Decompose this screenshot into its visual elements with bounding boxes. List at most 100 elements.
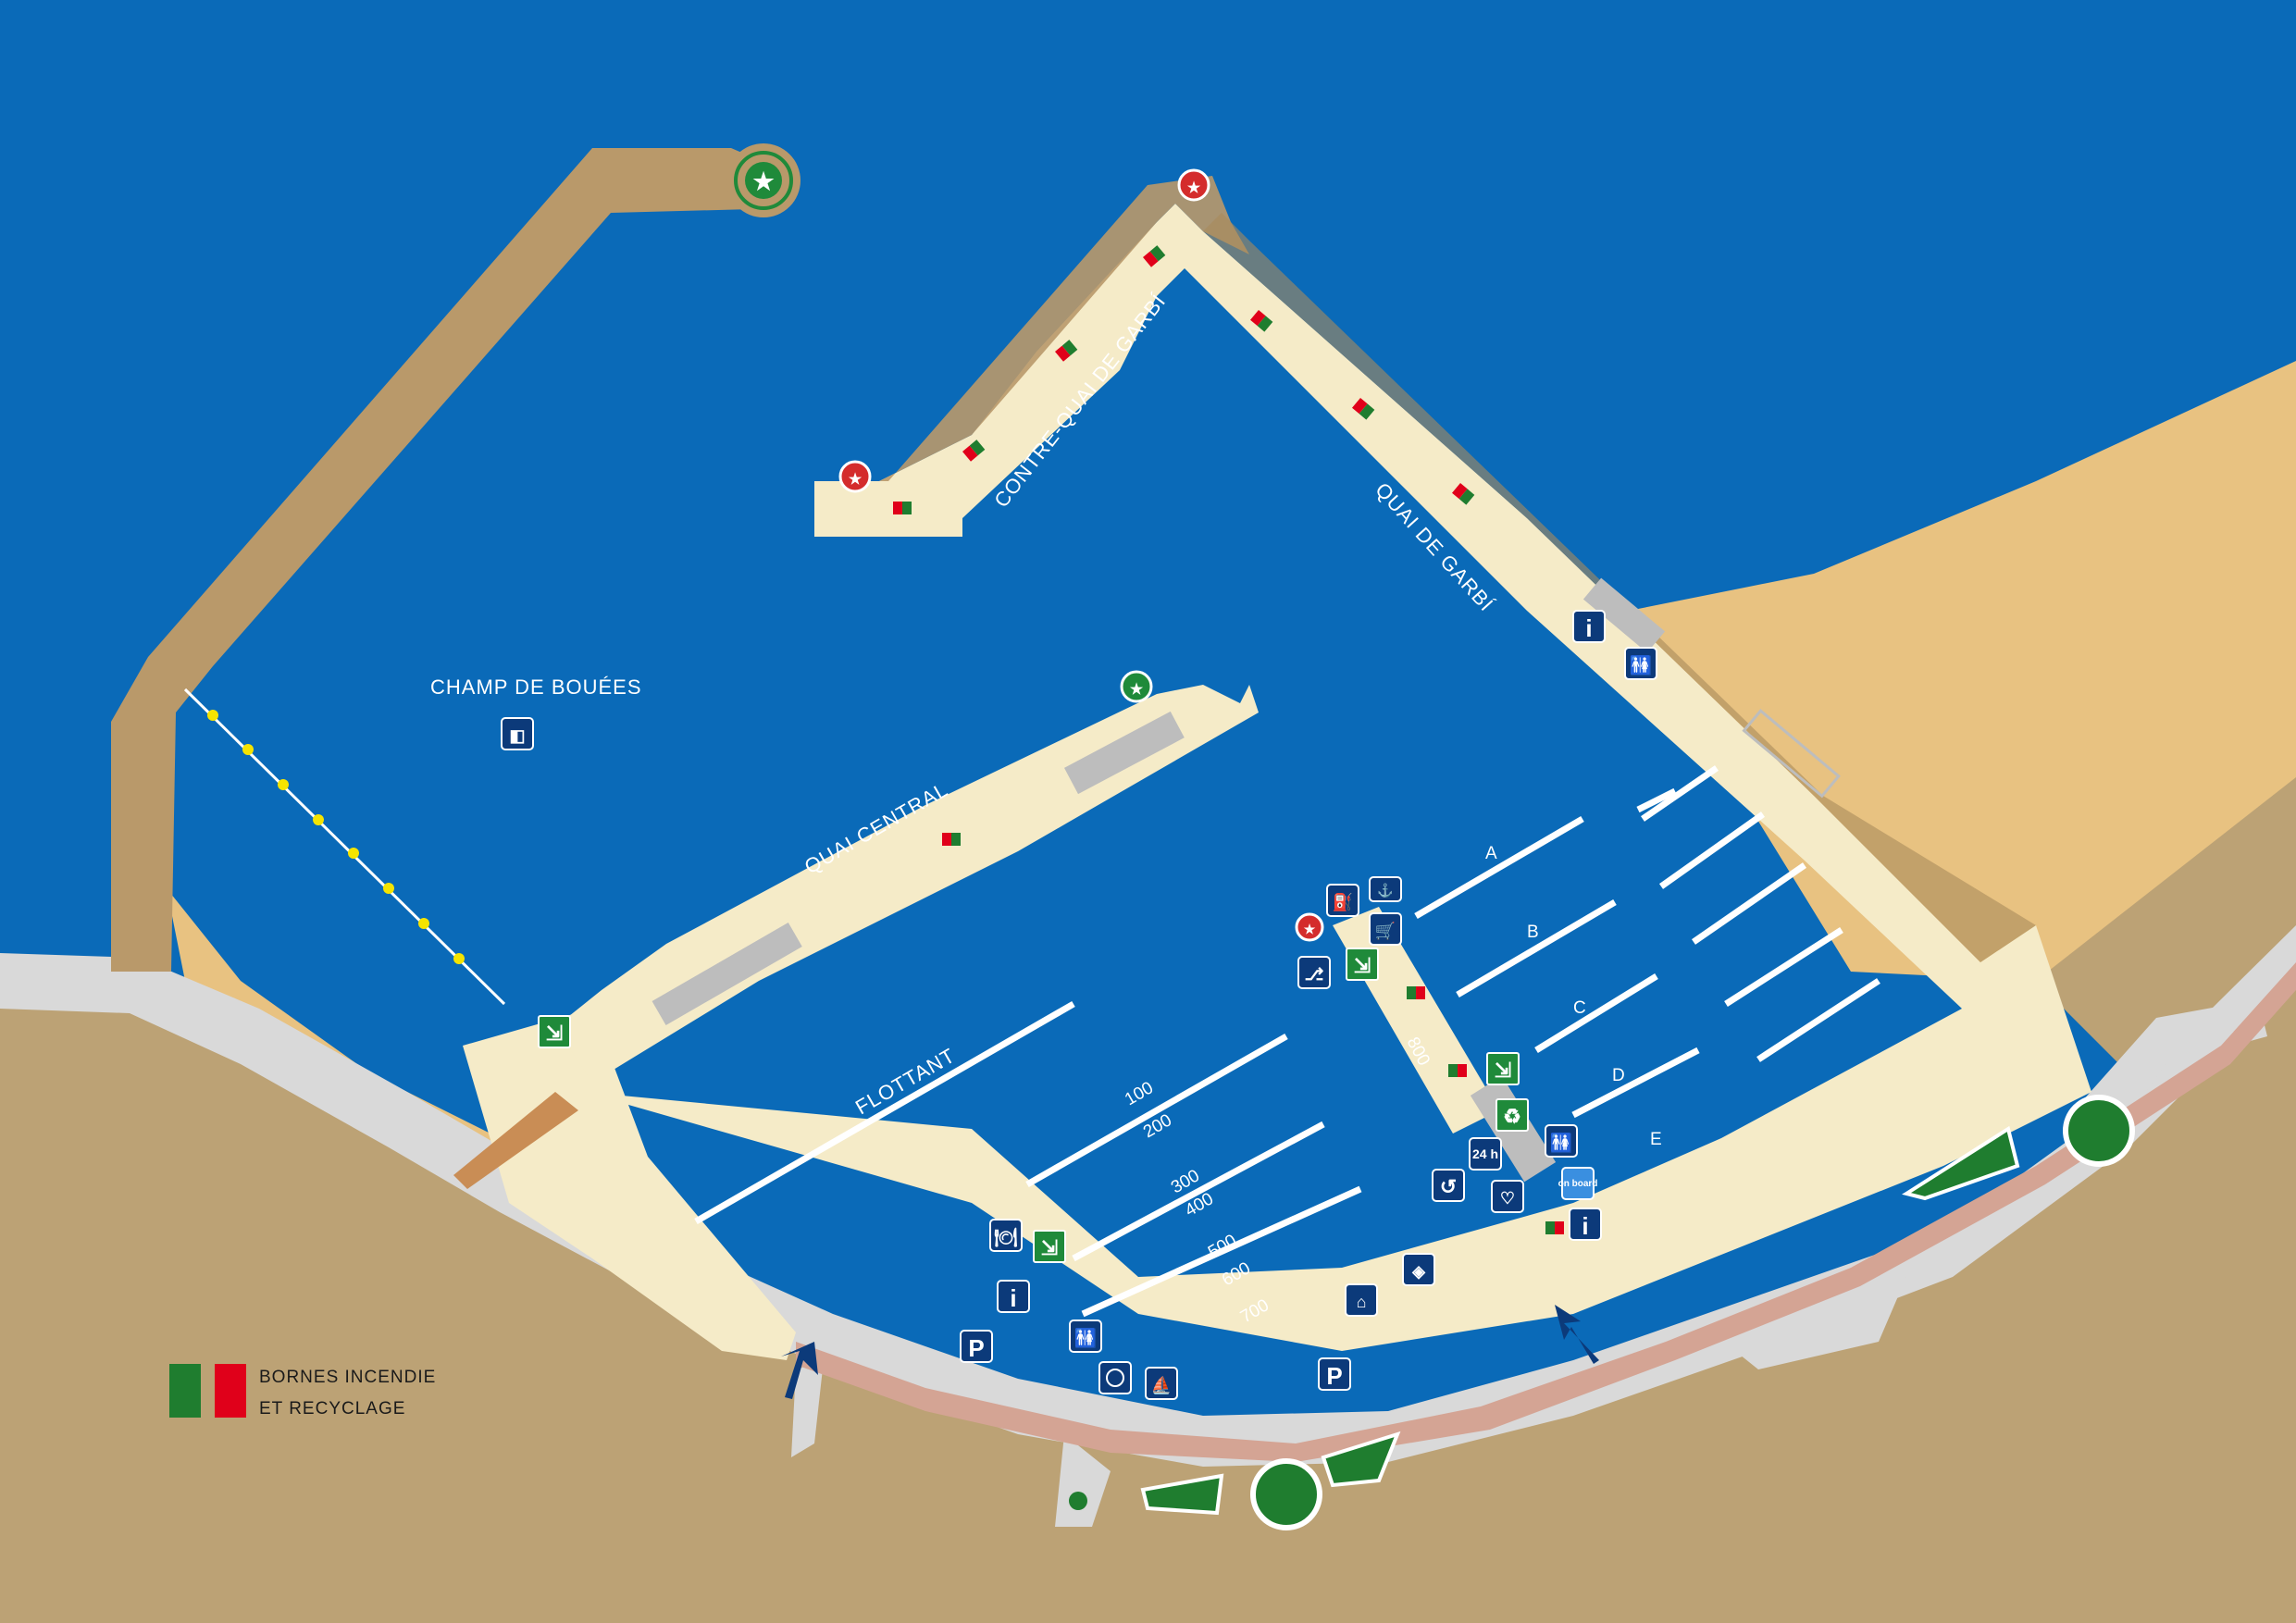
lighthouse-green-icon	[734, 151, 793, 210]
entrance-arrow-icon-2	[1555, 1305, 1599, 1364]
pontoons	[694, 765, 1880, 1318]
laundry-icon[interactable]	[1098, 1361, 1132, 1394]
svg-text:i: i	[1582, 1212, 1588, 1240]
roundabout-2	[1250, 1458, 1322, 1530]
svg-text:♻: ♻	[1503, 1105, 1521, 1128]
label-e: E	[1650, 1130, 1662, 1149]
svg-text:🚻: 🚻	[1074, 1327, 1098, 1349]
svg-text:★: ★	[849, 472, 863, 488]
boat-service-icon[interactable]: ⚓	[1369, 876, 1402, 902]
buoy-line	[183, 688, 506, 1006]
svg-text:⛽: ⛽	[1333, 892, 1353, 911]
roundabout	[2063, 1095, 2135, 1167]
slipway	[453, 1092, 578, 1189]
quai-central-building2	[652, 923, 802, 1025]
onboard-icon[interactable]: on board	[1558, 1167, 1598, 1200]
road-branch-right2	[1712, 1277, 1906, 1369]
svg-text:♡: ♡	[1500, 1189, 1515, 1208]
legend-red-swatch	[215, 1364, 246, 1418]
concourse-left	[463, 1009, 796, 1360]
lighthouse-red-icon	[1177, 168, 1210, 202]
chandlery-icon[interactable]: ⛵	[1145, 1367, 1178, 1400]
label-c: C	[1573, 998, 1586, 1018]
label-d: D	[1612, 1066, 1625, 1085]
svg-text:◈: ◈	[1411, 1262, 1426, 1281]
svg-text:★: ★	[1304, 922, 1316, 936]
info-icon-2[interactable]: i	[997, 1280, 1030, 1313]
svg-text:i: i	[1585, 614, 1592, 642]
assembly-point-icon[interactable]: ⇲	[1033, 1230, 1066, 1263]
ticket-icon[interactable]: ⌂	[1345, 1283, 1378, 1317]
24h-icon[interactable]: 24 h	[1469, 1137, 1502, 1171]
fuel-icon[interactable]: ⛽	[1326, 884, 1359, 917]
mooring-icon[interactable]: ◧	[501, 717, 534, 750]
info-icon-3[interactable]: i	[1569, 1208, 1602, 1241]
toilets-icon-2[interactable]: 🚻	[1069, 1319, 1102, 1353]
road-branch-down	[791, 1360, 824, 1457]
shop-icon[interactable]: 🛒	[1369, 912, 1402, 946]
svg-text:⛵: ⛵	[1151, 1375, 1172, 1394]
legend-green-swatch	[169, 1364, 201, 1418]
buoys	[207, 710, 465, 964]
garbi-building	[1582, 577, 1666, 653]
beach-left	[167, 888, 518, 1157]
parking-icon[interactable]: P	[960, 1330, 993, 1363]
svg-text:🍽: 🍽	[994, 1227, 1017, 1248]
svg-text:⇲: ⇲	[546, 1022, 563, 1045]
entrance-arrow-icon	[781, 1342, 818, 1399]
toilets-icon[interactable]: 🚻	[1624, 647, 1657, 680]
first-aid-icon[interactable]: ♡	[1491, 1180, 1524, 1213]
fire-markers	[893, 245, 1564, 1234]
label-champ: CHAMP DE BOUÉES	[430, 675, 642, 699]
hook-icon[interactable]: ↺	[1432, 1169, 1465, 1202]
land	[0, 962, 2296, 1623]
parking-icon-2[interactable]: P	[1318, 1357, 1351, 1391]
pumpout-icon[interactable]: ⎇	[1297, 956, 1331, 989]
garbi-ramp	[1742, 709, 1841, 799]
svg-text:24 h: 24 h	[1472, 1146, 1498, 1161]
toilets-icon-3[interactable]: 🚻	[1545, 1124, 1578, 1158]
svg-text:⎇: ⎇	[1305, 965, 1324, 984]
label-b: B	[1527, 923, 1539, 942]
label-a: A	[1485, 844, 1497, 863]
svg-text:on board: on board	[1558, 1179, 1598, 1189]
harbor-quay	[583, 204, 2091, 1351]
sidewalk	[796, 962, 2296, 1462]
legend-line2: ET RECYCLAGE	[259, 1399, 405, 1419]
median	[1901, 1125, 2020, 1201]
svg-text:◧: ◧	[509, 726, 525, 745]
quai-central-building	[1063, 711, 1185, 795]
breakwater-left	[111, 148, 796, 972]
assembly-point-icon-3[interactable]: ⇲	[1346, 948, 1379, 981]
assembly-point-icon-2[interactable]: ⇲	[538, 1015, 571, 1048]
lighthouse-red-icon-2	[838, 460, 872, 493]
svg-text:⌂: ⌂	[1357, 1293, 1367, 1311]
svg-text:★: ★	[752, 167, 775, 195]
svg-text:🚻: 🚻	[1630, 654, 1653, 676]
recycle-icon[interactable]: ♻	[1496, 1098, 1529, 1132]
svg-text:P: P	[1326, 1362, 1342, 1390]
svg-text:i: i	[1010, 1284, 1016, 1312]
svg-text:★: ★	[1130, 682, 1144, 698]
median-3	[1321, 1431, 1401, 1488]
svg-text:⇲: ⇲	[1041, 1236, 1058, 1259]
road-branch-right	[2082, 999, 2267, 1129]
lighthouse-red-icon-3	[1295, 912, 1324, 942]
legend: BORNES INCENDIE ET RECYCLAGE	[169, 1364, 436, 1419]
svg-text:🛒: 🛒	[1375, 921, 1396, 940]
info-icon[interactable]: i	[1572, 610, 1606, 643]
lighthouse-green-icon-2	[1120, 670, 1153, 703]
quai-garbi-edge	[1203, 213, 2036, 962]
shell-icon[interactable]: ◈	[1402, 1253, 1435, 1286]
road-branch-bottom	[1055, 1434, 1111, 1527]
svg-text:P: P	[968, 1334, 984, 1362]
legend-line1: BORNES INCENDIE	[259, 1368, 436, 1387]
svg-text:⇲: ⇲	[1495, 1059, 1511, 1082]
svg-text:★: ★	[1187, 180, 1201, 196]
restaurant-icon[interactable]: 🍽	[989, 1219, 1023, 1252]
assembly-point-icon-4[interactable]: ⇲	[1486, 1052, 1520, 1085]
svg-text:↺: ↺	[1440, 1175, 1457, 1198]
median-2	[1140, 1473, 1224, 1516]
svg-text:⇲: ⇲	[1354, 954, 1371, 977]
